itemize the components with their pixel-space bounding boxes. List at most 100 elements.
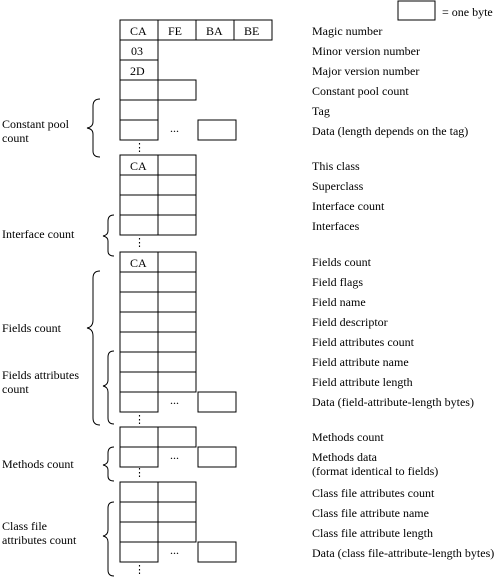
methods-data-ellipsis: ... [170,448,179,462]
byte-cell-field-flags-1 [119,271,159,293]
byte-cell-field-attr-data-n [197,391,237,413]
cp-vertical-ellipsis: ⋮ [134,142,145,154]
class-attributes-section: ... ⋮ [119,481,237,576]
label-field-descriptor: Field descriptor [312,315,388,329]
byte-cell-fields-count-2 [157,251,197,273]
brace-interface [102,214,115,257]
label-methods-data: Methods data [312,450,378,464]
byte-cell-magic-4 [233,19,273,41]
byte-cell-field-flags-2 [157,271,197,293]
label-methods-count: Methods count [312,430,384,444]
byte-cell-methods-data-n [197,446,237,468]
byte-cell-cf-attr-name-2 [157,501,197,523]
label-field-attributes-count: Field attributes count [312,335,415,349]
label-class-file-attributes-count: Class file attributes count [312,486,435,500]
byte-cell-tag [119,99,159,121]
label-class-file-attribute-data: Data (class file-attribute-length bytes) [312,546,494,560]
label-class-file-attribute-length: Class file attribute length [312,526,433,540]
label-superclass: Superclass [312,179,364,193]
major-version-value: 2D [130,64,145,78]
legend: = one byte [397,0,493,21]
cp-data-ellipsis: ... [170,121,179,135]
brace-fields-attributes [102,350,115,425]
byte-cell-cf-attr-name-1 [119,501,159,523]
minor-version-value: 03 [131,44,143,58]
group-label-fields-count: Fields count [2,321,62,335]
label-field-attribute-data: Data (field-attribute-length bytes) [312,395,474,409]
byte-cell-field-attr-length-1 [119,371,159,393]
group-label-interface-count: Interface count [2,227,75,241]
label-this-class: This class [312,159,360,173]
byte-cell-interfaces-1 [119,214,159,236]
label-class-file-attribute-name: Class file attribute name [312,506,429,520]
fields-vertical-ellipsis: ⋮ [134,414,145,426]
class-attributes-vertical-ellipsis: ⋮ [134,564,145,576]
byte-cell-field-attr-length-2 [157,371,197,393]
label-fields-count: Fields count [312,255,372,269]
label-cp-data: Data (length depends on the tag) [312,124,468,138]
constant-pool-section: ... ⋮ [119,99,237,154]
label-methods-data-note: (format identical to fields) [312,464,438,478]
group-label-fields-attributes-line2: count [2,382,29,396]
field-attr-data-ellipsis: ... [170,393,179,407]
label-field-flags: Field flags [312,275,363,289]
byte-cell-cf-attr-count-2 [157,481,197,503]
byte-cell-field-attr-name-2 [157,351,197,373]
byte-cell-cp-data-n [197,119,237,141]
interfaces-vertical-ellipsis: ⋮ [134,237,145,249]
brace-methods [102,446,115,482]
byte-cell-cp-data-1 [119,119,159,141]
label-field-attribute-length: Field attribute length [312,375,413,389]
magic-byte-ca: CA [130,24,147,38]
label-major-version: Major version number [312,64,419,78]
magic-byte-be: BE [244,24,259,38]
byte-cell-field-attr-name-1 [119,351,159,373]
brace-constant-pool [86,98,101,158]
group-label-class-file-attributes-line1: Class file [2,519,47,533]
class-info-section: CA ⋮ [119,154,197,249]
header-rows: CA FE BA BE 03 2D [119,19,273,101]
magic-byte-fe: FE [168,24,182,38]
group-labels: Constant pool count Interface count Fiel… [2,117,79,547]
byte-cell-field-attr-data-1 [119,391,159,413]
byte-cell-superclass-2 [157,174,197,196]
byte-cell-methods-count-2 [157,426,197,448]
label-field-attribute-name: Field attribute name [312,355,409,369]
legend-byte-box [397,0,436,21]
cf-attr-data-ellipsis: ... [170,543,179,557]
brace-fields [86,270,101,426]
label-minor-version: Minor version number [312,44,420,58]
label-tag: Tag [312,104,330,118]
methods-section: ... ⋮ [119,426,237,479]
label-magic-number: Magic number [312,24,382,38]
group-braces [86,98,115,577]
byte-cell-field-attr-count-2 [157,331,197,353]
byte-cell-field-attr-count-1 [119,331,159,353]
group-label-methods-count: Methods count [2,457,74,471]
label-field-name: Field name [312,295,366,309]
byte-cell-this-class-2 [157,154,197,176]
this-class-value: CA [130,159,147,173]
methods-vertical-ellipsis: ⋮ [134,467,145,479]
byte-cell-cf-attr-data-1 [119,541,159,563]
group-label-fields-attributes-line1: Fields attributes [2,368,79,382]
byte-cell-interface-count-1 [119,194,159,216]
magic-byte-ba: BA [206,24,223,38]
fields-section: CA ... ⋮ [119,251,237,426]
label-interfaces: Interfaces [312,219,360,233]
group-label-constant-pool-line2: count [2,131,29,145]
field-descriptions: Magic number Minor version number Major … [312,24,494,560]
byte-cell-field-name-2 [157,291,197,313]
byte-cell-cp-count-1 [119,79,159,101]
legend-label: = one byte [442,5,493,19]
byte-cell-cp-count-2 [157,79,197,101]
fields-count-value: CA [130,256,147,270]
byte-cell-cf-attr-data-n [197,541,237,563]
byte-cell-cf-attr-count-1 [119,481,159,503]
byte-cell-field-descriptor-1 [119,311,159,333]
byte-cell-superclass-1 [119,174,159,196]
byte-cell-cf-attr-length-2 [157,521,197,543]
byte-cell-interface-count-2 [157,194,197,216]
